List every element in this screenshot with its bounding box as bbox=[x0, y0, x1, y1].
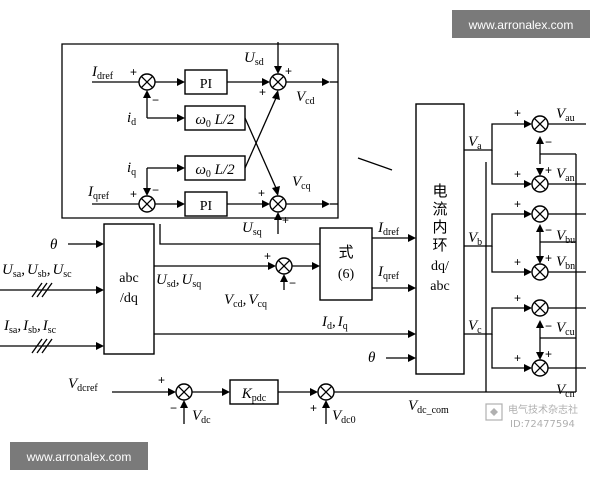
journal-logo-icon bbox=[485, 403, 503, 421]
three-phase-marker-i bbox=[31, 338, 53, 354]
theta-input-2: θ bbox=[368, 350, 376, 366]
output-vau: Vau bbox=[556, 106, 575, 124]
out-cu-plus-l: + bbox=[514, 291, 521, 305]
sum2-plus-top: + bbox=[285, 64, 292, 78]
wl-block-q-label: ω0 L/2 bbox=[195, 162, 235, 180]
output-vcu: Vcu bbox=[556, 320, 575, 338]
equation6-block bbox=[319, 227, 373, 301]
output-vbu: Vbu bbox=[556, 228, 575, 246]
sum3-plus: + bbox=[130, 187, 137, 201]
theta-input-1: θ bbox=[50, 237, 58, 253]
iqref-input-label: Iqref bbox=[87, 184, 110, 202]
loop-dq-label: dq/ bbox=[431, 259, 449, 274]
watermark-top: www.arronalex.com bbox=[468, 18, 574, 32]
watermark-id: ID:72477594 bbox=[510, 419, 575, 430]
loop-char-3: 内 bbox=[432, 218, 447, 236]
sum-dc-plus: + bbox=[158, 373, 165, 387]
wl-block-d-label: ω0 L/2 bbox=[195, 112, 235, 130]
loop-char-1: 电 bbox=[432, 182, 447, 200]
sum4-plus-bottom: + bbox=[282, 213, 289, 227]
wl-block-q bbox=[184, 155, 246, 181]
pi-block-q-label: PI bbox=[200, 199, 213, 214]
watermark-bottom: www.arronalex.com bbox=[26, 450, 132, 464]
out-bn-plus-t: + bbox=[545, 251, 552, 265]
pi-block-q bbox=[184, 191, 228, 217]
sum1-minus: − bbox=[152, 93, 159, 107]
vcq-output-label: Vcq bbox=[292, 174, 311, 192]
pi-block-d-label: PI bbox=[200, 77, 213, 92]
abc-dq-label-2: /dq bbox=[120, 291, 138, 306]
usd-top-label: Usd bbox=[244, 50, 264, 68]
equation6-label-1: 式 bbox=[338, 243, 353, 261]
vdc-label: Vdc bbox=[192, 408, 211, 426]
sum3-minus: − bbox=[152, 183, 159, 197]
out-bn-plus-l: + bbox=[514, 255, 521, 269]
output-van: Van bbox=[556, 166, 575, 184]
vb-label: Vb bbox=[468, 230, 482, 248]
usq-bottom-label: Usq bbox=[242, 220, 262, 238]
abc-dq-block bbox=[103, 223, 155, 355]
out-au-minus: − bbox=[545, 135, 552, 149]
vdc-com-label: Vdc_com bbox=[408, 398, 449, 416]
out-bu-plus-l: + bbox=[514, 197, 521, 211]
id-feedback-label: id bbox=[127, 110, 136, 128]
current-inner-loop-block bbox=[415, 103, 465, 375]
idref-mid-label: Idref bbox=[377, 220, 400, 238]
idref-input-label: Idref bbox=[91, 64, 114, 82]
vdcref-label: Vdcref bbox=[68, 376, 98, 394]
va-label: Va bbox=[468, 134, 482, 152]
equation6-label-2: (6) bbox=[338, 267, 355, 282]
sum-mid-minus: − bbox=[289, 276, 296, 290]
loop-abc-label: abc bbox=[430, 279, 449, 294]
vc-label: Vc bbox=[468, 318, 482, 336]
iq-feedback-label: iq bbox=[127, 160, 136, 178]
kpdc-label: Kpdc bbox=[241, 386, 267, 404]
current-loop-frame bbox=[61, 43, 339, 219]
out-cn-plus-l: + bbox=[514, 351, 521, 365]
usdq-output-label: Usd,Usq bbox=[156, 272, 201, 290]
vdc0-label: Vdc0 bbox=[332, 408, 356, 426]
idq-output-label: Id,Iq bbox=[321, 314, 348, 332]
wl-block-d bbox=[184, 105, 246, 131]
watermark-journal: 电气技术杂志社 bbox=[508, 403, 578, 416]
three-phase-marker-u bbox=[31, 282, 53, 298]
iqref-mid-label: Iqref bbox=[377, 264, 400, 282]
sum2-plus-left: + bbox=[259, 85, 266, 99]
out-au-plus-l: + bbox=[514, 106, 521, 120]
abc-dq-label-1: abc bbox=[119, 271, 138, 286]
sum-dc0-plus: + bbox=[310, 401, 317, 415]
frame-pointer-line bbox=[357, 157, 393, 171]
out-cn-plus-t: + bbox=[545, 347, 552, 361]
sum-mid-plus: + bbox=[264, 249, 271, 263]
loop-char-2: 流 bbox=[432, 200, 447, 218]
sum1-plus: + bbox=[130, 65, 137, 79]
watermark-bottom-bg bbox=[10, 442, 148, 470]
loop-char-4: 环 bbox=[432, 236, 447, 254]
out-bu-minus: − bbox=[545, 223, 552, 237]
vcd-output-label: Vcd bbox=[296, 89, 315, 107]
vcdq-input-label: Vcd,Vcq bbox=[224, 292, 267, 310]
sum4-plus-left: + bbox=[258, 186, 265, 200]
us-input-label: Usa,Usb,Usc bbox=[2, 262, 72, 280]
out-an-plus-l: + bbox=[514, 167, 521, 181]
watermark-top-bg bbox=[452, 10, 590, 38]
is-input-label: Isa,Isb,Isc bbox=[3, 318, 57, 336]
output-vcn: Vcn bbox=[556, 382, 575, 400]
out-cu-minus: − bbox=[545, 319, 552, 333]
out-an-plus-t: + bbox=[545, 163, 552, 177]
output-vbn: Vbn bbox=[556, 254, 575, 272]
sum-dc-minus: − bbox=[170, 401, 177, 415]
pi-block-d bbox=[184, 69, 228, 95]
